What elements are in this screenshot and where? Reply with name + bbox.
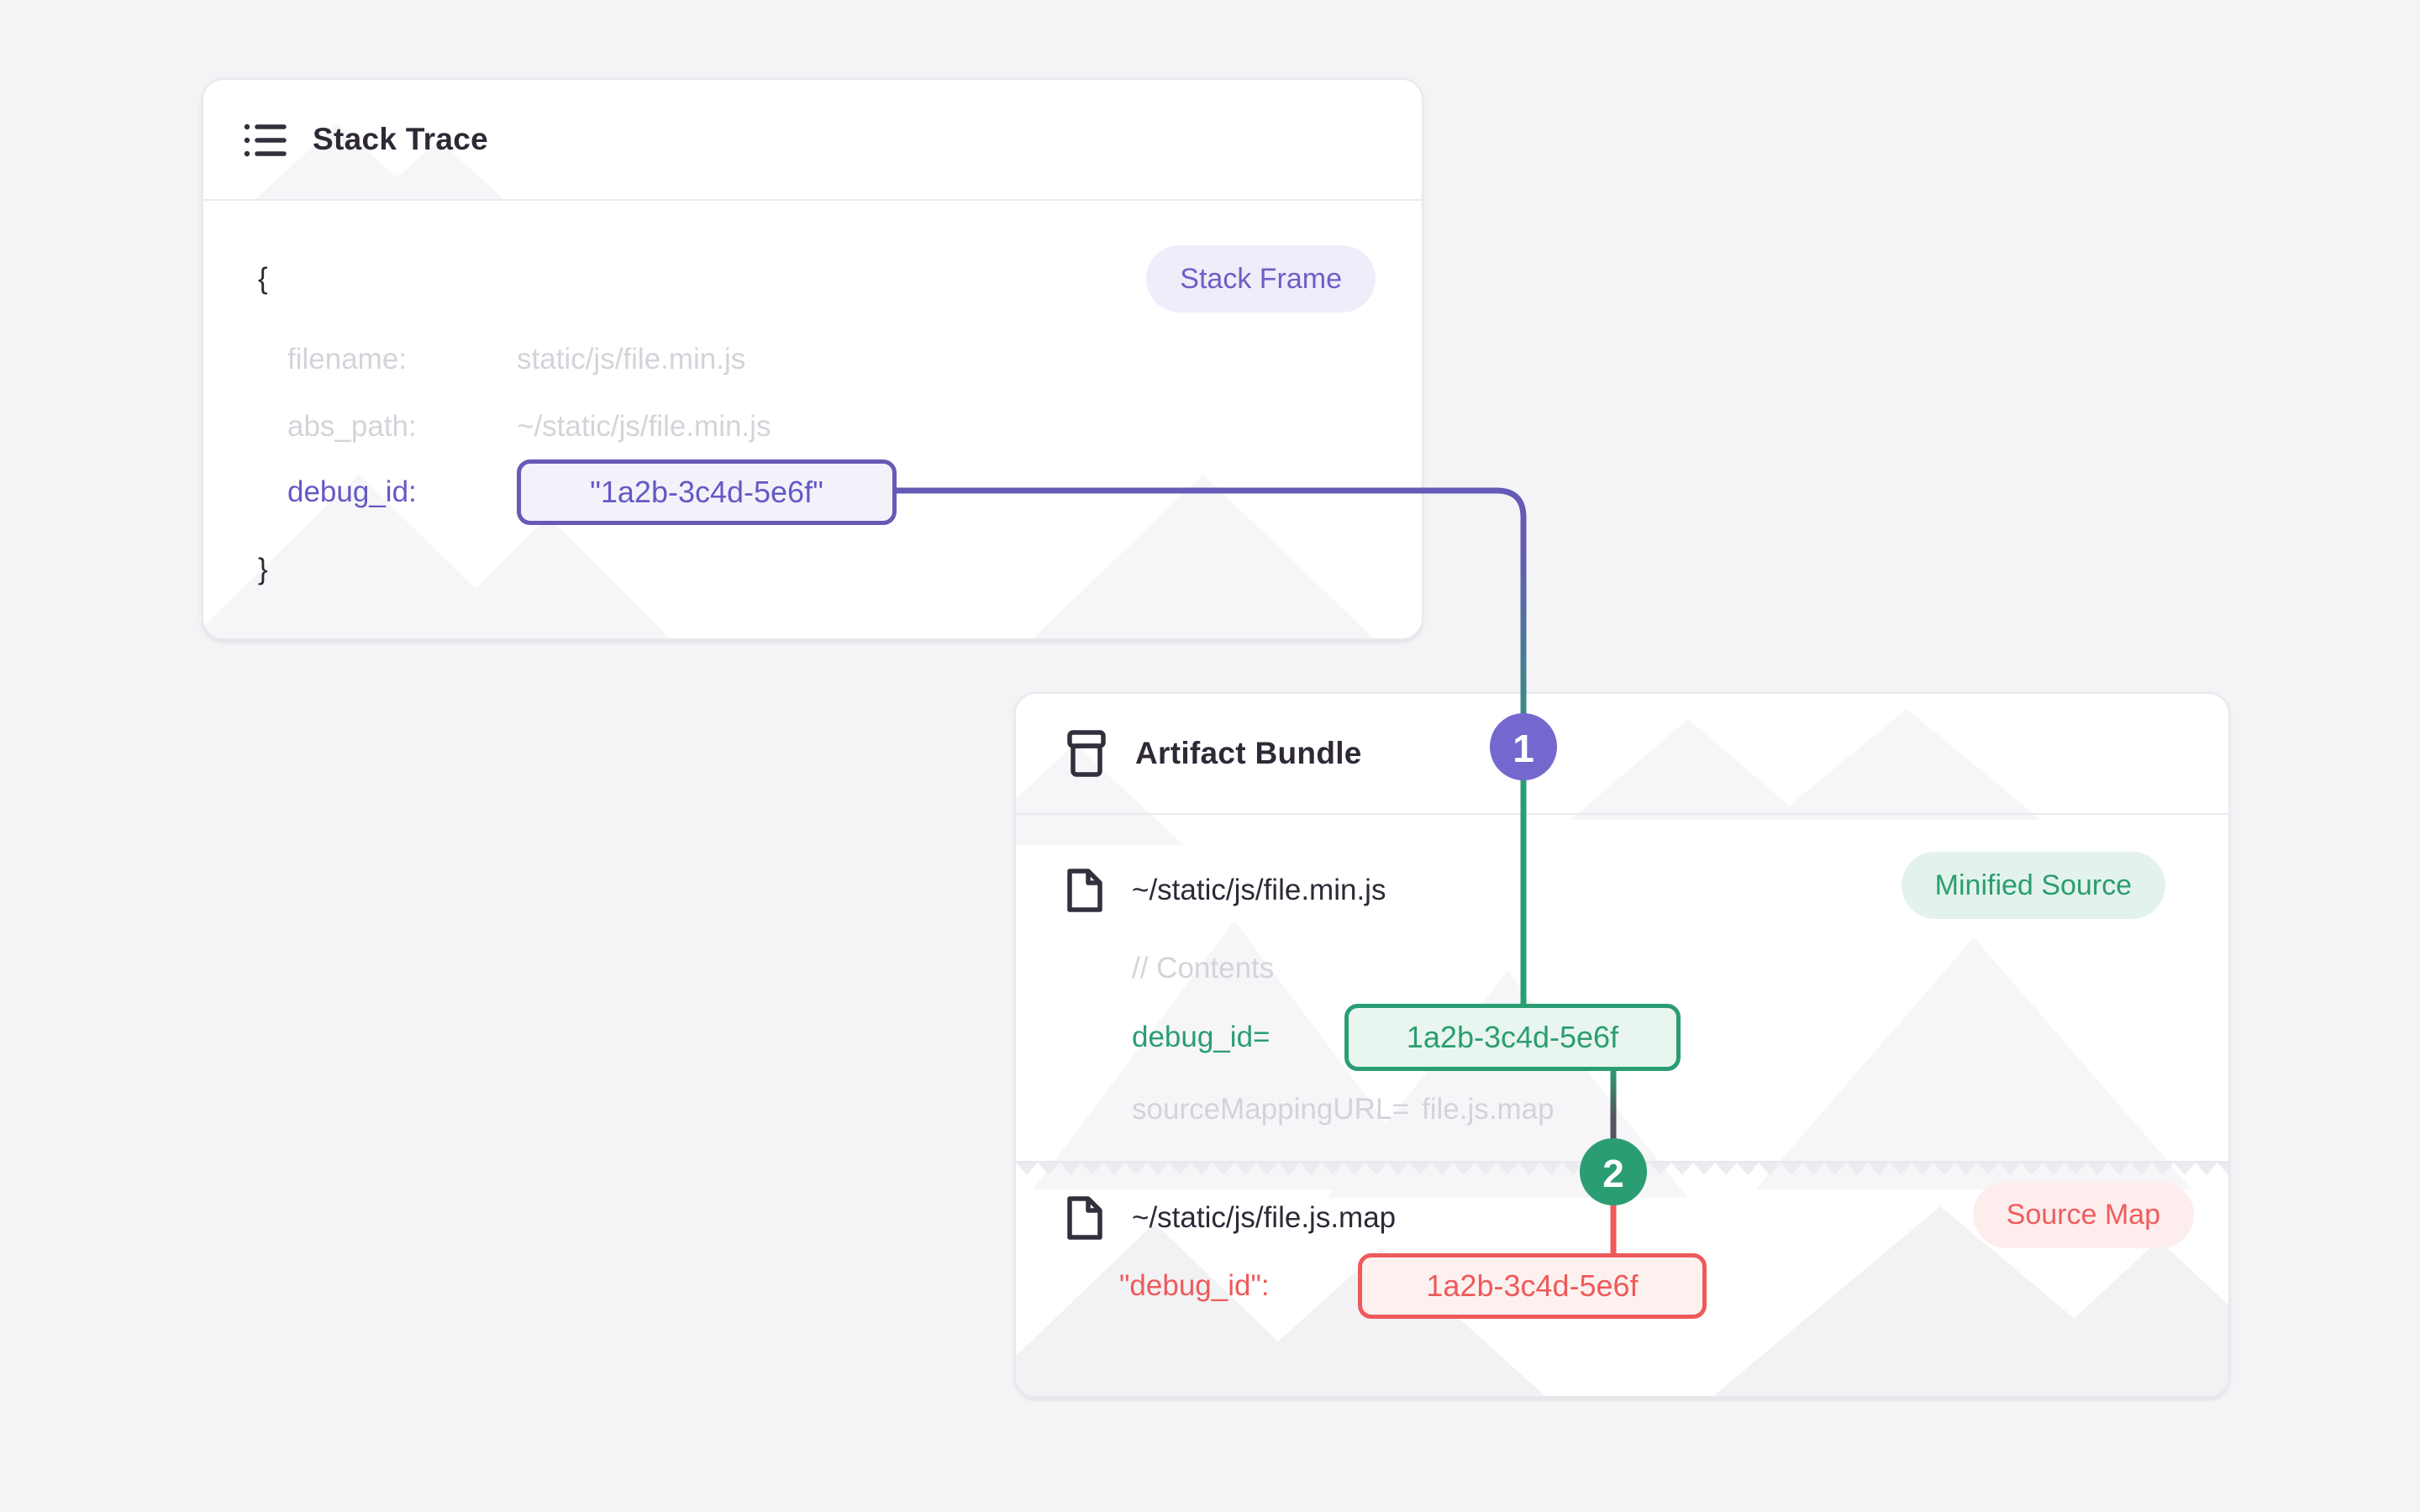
source-mapping-url-value: file.js.map [1422, 1093, 1555, 1126]
mountain-watermark [985, 475, 1422, 638]
file-icon [1067, 1196, 1102, 1240]
archive-box-icon [1067, 730, 1106, 777]
filename-value: static/js/file.min.js [517, 343, 746, 375]
code-line-debug-id: debug_id: "1a2b-3c4d-5e6f" [287, 459, 897, 525]
mountain-watermark [1991, 1240, 2228, 1396]
list-icon [244, 123, 287, 157]
artifact-bundle-title: Artifact Bundle [1135, 736, 1362, 770]
sourcemap-debug-id-key: "debug_id": [1119, 1269, 1270, 1302]
sourcemap-file-path: ~/static/js/file.js.map [1132, 1201, 1397, 1234]
artifact-bundle-header: Artifact Bundle [1016, 694, 2228, 815]
mountain-watermark [413, 517, 682, 638]
abs-path-key: abs_path: [287, 410, 417, 443]
artifact-bundle-card: Artifact Bundle ~/static/js/file.min.js … [1014, 692, 2230, 1398]
bundle-debug-id-key: debug_id= [1132, 1021, 1270, 1053]
stack-trace-title: Stack Trace [313, 122, 489, 156]
debug-id-value-box: "1a2b-3c4d-5e6f" [517, 459, 897, 525]
code-line-abs-path: abs_path: ~/static/js/file.min.js [287, 406, 771, 448]
source-map-badge: Source Map [1972, 1181, 2194, 1248]
mountain-watermark [1755, 937, 2192, 1189]
contents-comment: // Contents [1132, 952, 1275, 984]
code-close-brace: } [258, 553, 268, 585]
stack-frame-badge: Stack Frame [1146, 245, 1376, 312]
minified-file-path: ~/static/js/file.min.js [1132, 874, 1386, 906]
debug-id-key: debug_id: [287, 475, 417, 508]
torn-edge-divider [1016, 1161, 2228, 1176]
sourcemap-debug-id-value-box: 1a2b-3c4d-5e6f [1358, 1253, 1707, 1319]
abs-path-value: ~/static/js/file.min.js [517, 410, 771, 443]
sourcemap-debug-id-line: "debug_id": 1a2b-3c4d-5e6f [1119, 1253, 1707, 1319]
bundle-debug-id-value-box: 1a2b-3c4d-5e6f [1344, 1004, 1681, 1071]
code-open-brace: { [258, 262, 268, 295]
file-icon [1067, 869, 1102, 912]
code-line-filename: filename: static/js/file.min.js [287, 339, 745, 381]
stack-trace-header: Stack Trace [203, 80, 1422, 201]
source-mapping-url-key: sourceMappingURL= [1132, 1093, 1409, 1126]
filename-key: filename: [287, 343, 408, 375]
stack-trace-card: Stack Trace Stack Frame { filename: stat… [202, 78, 1423, 640]
bundle-debug-id-line: debug_id= 1a2b-3c4d-5e6f [1132, 1004, 1681, 1071]
source-mapping-url-line: sourceMappingURL= file.js.map [1132, 1089, 1555, 1131]
minified-source-badge: Minified Source [1901, 852, 2165, 919]
